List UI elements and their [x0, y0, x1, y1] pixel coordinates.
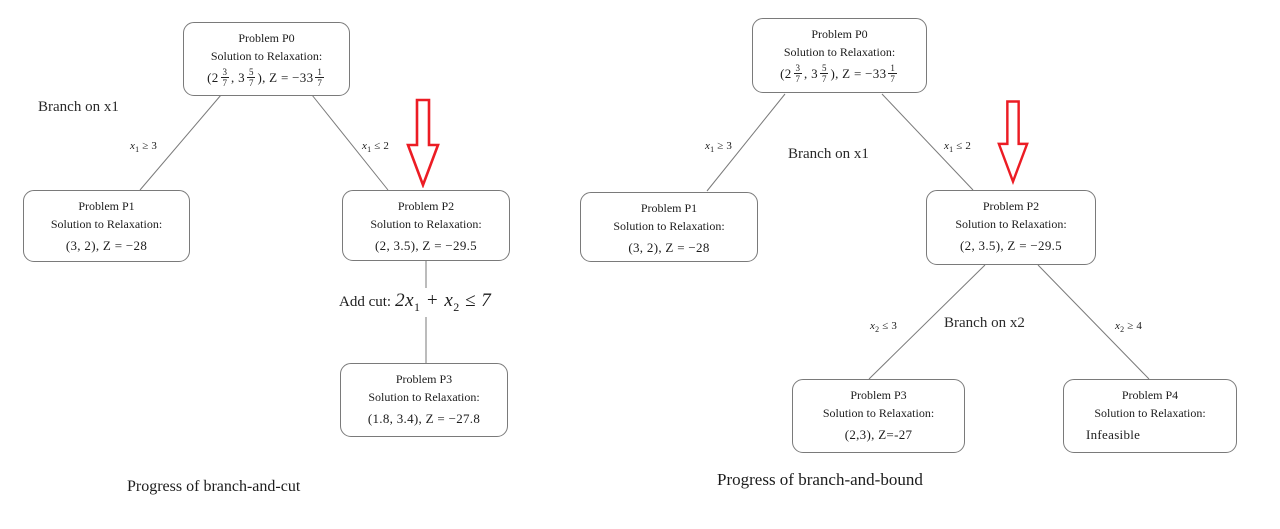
node-solution: (1.8, 3.4), Z = −27.8: [367, 411, 481, 426]
node-right-p1: Problem P1 Solution to Relaxation: (3, 2…: [580, 192, 758, 262]
edge-label-x1-ge-3-right: x1 ≥ 3: [705, 140, 733, 155]
node-left-p3: Problem P3 Solution to Relaxation: (1.8,…: [340, 363, 508, 437]
node-solution: Infeasible: [1086, 427, 1141, 442]
node-subtitle: Solution to Relaxation:: [783, 45, 896, 59]
caption-branch-and-cut: Progress of branch-and-cut: [127, 478, 301, 495]
node-title: Problem P0: [811, 27, 868, 41]
node-title: Problem P1: [78, 199, 135, 213]
node-subtitle: Solution to Relaxation:: [955, 217, 1067, 231]
node-solution: (2, 3.5), Z = −29.5: [375, 238, 477, 253]
node-subtitle: Solution to Relaxation:: [368, 390, 480, 404]
branch-on-x1-label-right: Branch on x1: [788, 146, 869, 162]
red-down-arrow-icon: [997, 100, 1029, 185]
add-cut-formula: 2x1 + x2 ≤ 7: [395, 290, 492, 314]
node-solution: (3, 2), Z = −28: [628, 240, 710, 255]
node-right-p2: Problem P2 Solution to Relaxation: (2, 3…: [926, 190, 1096, 265]
node-solution: (2, 3.5), Z = −29.5: [960, 238, 1062, 253]
branch-on-x2-label: Branch on x2: [944, 315, 1025, 331]
edge-label-x1-le-2-right: x1 ≤ 2: [944, 140, 972, 155]
node-right-p4: Problem P4 Solution to Relaxation: Infea…: [1063, 379, 1237, 453]
node-left-p1: Problem P1 Solution to Relaxation: (3, 2…: [23, 190, 190, 262]
node-solution: (3, 2), Z = −28: [65, 238, 148, 253]
node-title: Problem P3: [395, 372, 453, 386]
node-solution: (2,3), Z=-27: [844, 427, 913, 442]
node-subtitle: Solution to Relaxation:: [1094, 406, 1206, 420]
edge-right-p0-p2: [881, 93, 974, 191]
node-title: Problem P4: [1121, 388, 1179, 402]
add-cut-label: Add cut:: [339, 294, 392, 310]
edge-left-p0-p1: [139, 94, 222, 191]
node-title: Problem P2: [397, 199, 455, 213]
add-cut-annotation: Add cut: 2x1 + x2 ≤ 7: [334, 288, 497, 317]
node-title: Problem P1: [640, 201, 698, 215]
edge-label-x2-ge-4: x2 ≥ 4: [1115, 320, 1143, 335]
branch-on-x1-label-left: Branch on x1: [38, 99, 119, 115]
node-subtitle: Solution to Relaxation:: [613, 219, 725, 233]
node-right-p3: Problem P3 Solution to Relaxation: (2,3)…: [792, 379, 965, 453]
edge-right-p2-p3: [868, 264, 986, 380]
edge-right-p0-p1: [706, 93, 786, 192]
node-title: Problem P2: [982, 199, 1040, 213]
node-subtitle: Solution to Relaxation:: [210, 49, 323, 63]
edge-left-p0-p2: [311, 94, 389, 191]
edge-label-x1-le-2-left: x1 ≤ 2: [362, 140, 390, 155]
node-subtitle: Solution to Relaxation:: [50, 217, 163, 231]
edge-label-x1-ge-3-left: x1 ≥ 3: [130, 140, 158, 155]
node-title: Problem P3: [850, 388, 907, 402]
caption-branch-and-bound: Progress of branch-and-bound: [717, 470, 923, 489]
node-left-p2: Problem P2 Solution to Relaxation: (2, 3…: [342, 190, 510, 261]
node-title: Problem P0: [238, 31, 295, 45]
edge-label-x2-le-3: x2 ≤ 3: [870, 320, 898, 335]
node-subtitle: Solution to Relaxation:: [370, 217, 482, 231]
edge-right-p2-p4: [1037, 264, 1150, 380]
red-down-arrow-icon: [406, 98, 440, 188]
node-subtitle: Solution to Relaxation:: [822, 406, 935, 420]
